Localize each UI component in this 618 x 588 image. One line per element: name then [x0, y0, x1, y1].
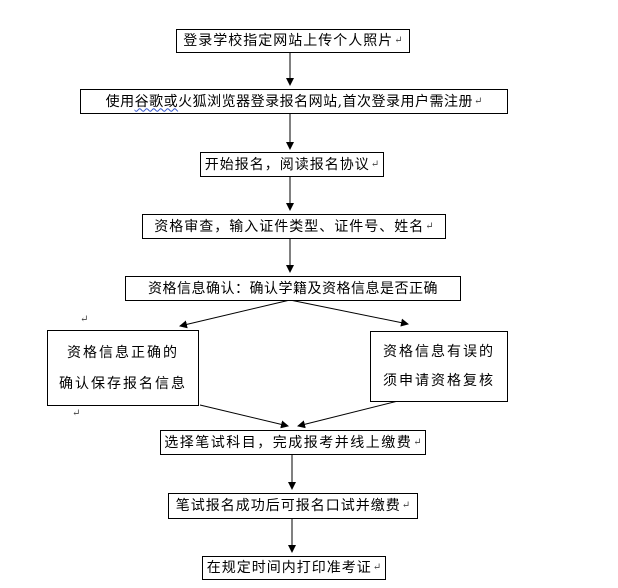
arrow-left-6 [199, 404, 289, 429]
arrow-5-right [289, 299, 409, 327]
step-upload-photo-text: 登录学校指定网站上传个人照片 [183, 33, 394, 49]
step-qualification-check: 资格审查，输入证件类型、证件号、姓名↵ [142, 214, 446, 239]
step-oral-exam-register: 笔试报名成功后可报名口试并缴费↵ [168, 493, 418, 519]
arrow-right-6 [297, 397, 411, 429]
step-print-admission-ticket: 在规定时间内打印准考证↵ [202, 556, 386, 580]
step-login-site: 使用谷歌或火狐浏览器登录报名网站,首次登录用户需注册↵ [80, 89, 508, 114]
step-choose-subject-pay: 选择笔试科目，完成报考并线上缴费↵ [160, 430, 426, 455]
branch-info-error: 资格信息有误的须申请资格复核 [370, 331, 508, 402]
arrow-5-left [179, 299, 291, 329]
step-confirm-info: 资格信息确认：确认学籍及资格信息是否正确 [125, 276, 461, 301]
branch-info-correct: 资格信息正确的确认保存报名信息 [47, 330, 199, 406]
browser-names-text: 谷歌或 [134, 93, 179, 110]
step-upload-photo: 登录学校指定网站上传个人照片↵ [176, 29, 410, 53]
step-read-agreement: 开始报名，阅读报名协议↵ [200, 152, 384, 177]
